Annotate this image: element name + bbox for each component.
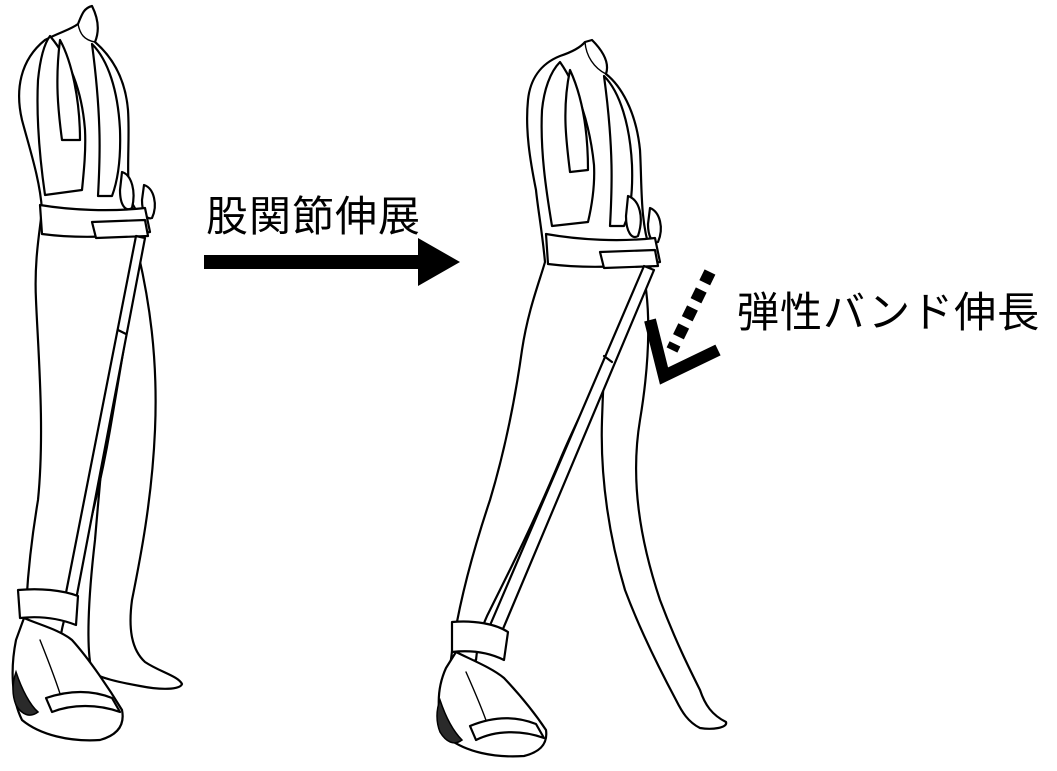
figure-stepping-ankle-cuff <box>450 620 510 662</box>
figure-stepping-heel <box>436 697 464 744</box>
figure-stepping-side-pad <box>624 194 642 239</box>
figure-standing-vest-inner <box>56 38 82 142</box>
figure-stepping-strut-joint <box>602 354 614 364</box>
figure-standing <box>11 4 184 742</box>
figure-standing-vest-back <box>90 42 122 198</box>
figure-stepping-belt-clip <box>598 248 660 270</box>
figure-stepping-rear-pad <box>646 206 662 244</box>
figure-stepping-shoe-strap <box>468 717 546 742</box>
figure-stepping-neck <box>584 41 607 75</box>
figure-standing-heel <box>12 669 40 716</box>
dotted-diagonal-arrow-icon <box>644 269 721 385</box>
figure-standing-belt-clip <box>90 218 150 240</box>
figure-standing-side-pad <box>118 170 135 211</box>
figure-stepping <box>436 38 728 758</box>
figure-standing-strut-joint <box>116 328 128 336</box>
band-stretch-label: 弾性バンド伸長 <box>737 288 1041 337</box>
right-arrow-icon <box>204 238 460 286</box>
figure-stepping-back-leg <box>600 256 728 730</box>
hip-extension-label: 股関節伸展 <box>206 192 422 241</box>
figure-standing-ankle-cuff <box>16 588 80 627</box>
figure-standing-neck <box>77 23 96 43</box>
figure-stepping-vest-inner <box>564 68 590 174</box>
figure-standing-shoe-strap <box>44 690 122 714</box>
